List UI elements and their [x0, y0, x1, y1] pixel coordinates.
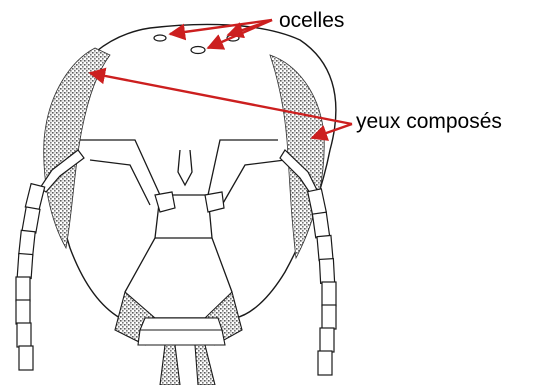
label-compound-eyes: yeux composés [356, 111, 502, 132]
label-ocelles: ocelles [279, 10, 344, 31]
ocellus-left [154, 35, 166, 41]
ocellus-median [191, 47, 205, 54]
